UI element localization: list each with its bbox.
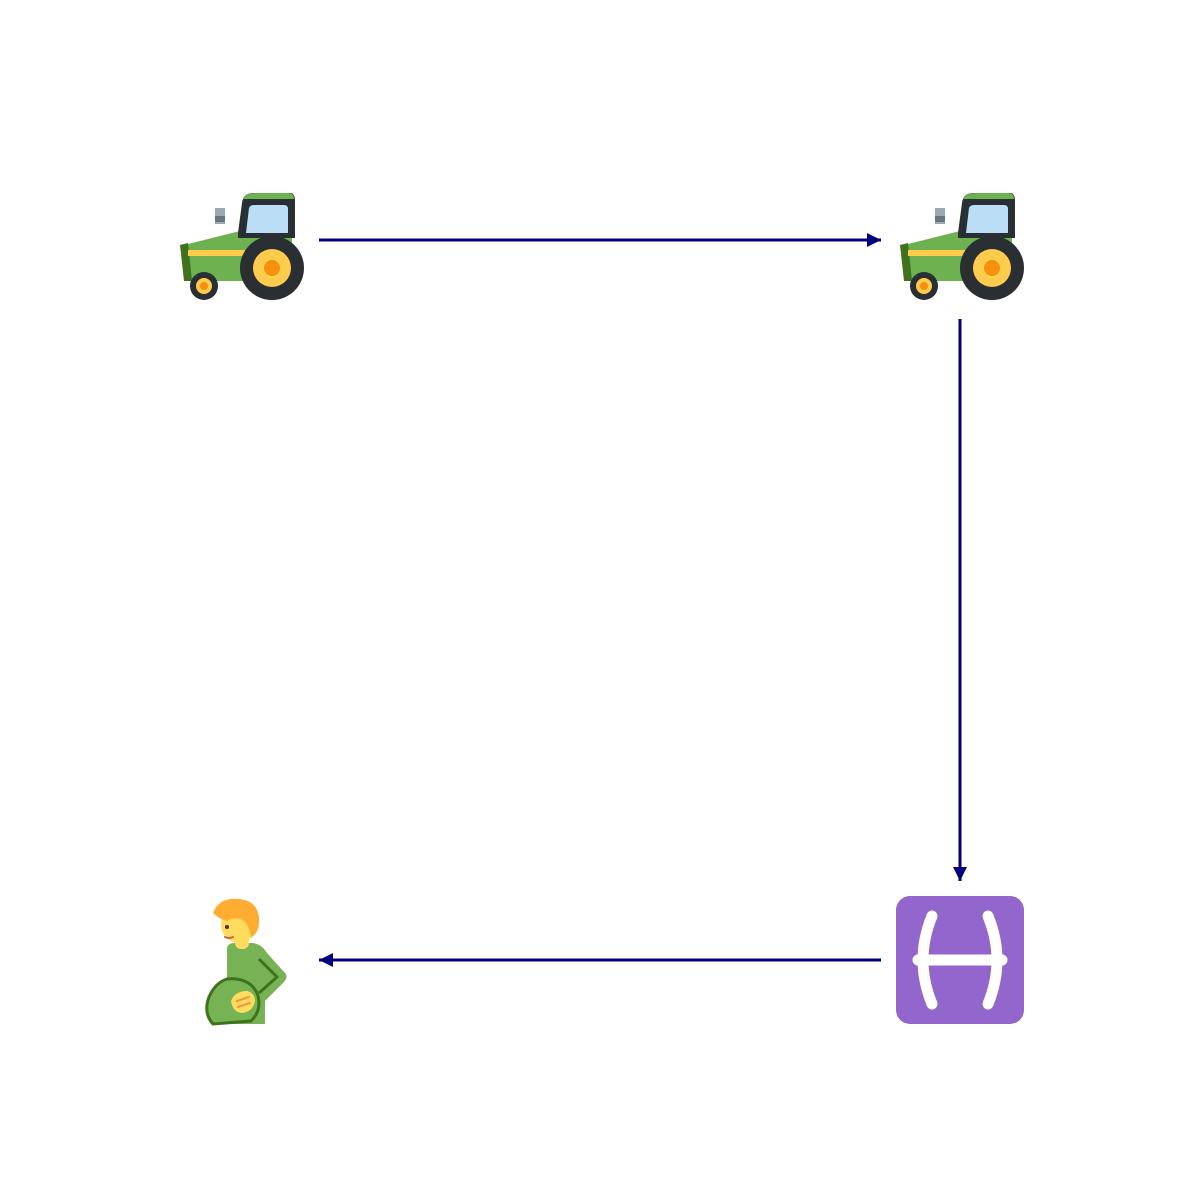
pregnant-man-icon: [205, 898, 287, 1026]
tractor-icon: [900, 193, 1024, 300]
tractor-icon: [180, 193, 304, 300]
pisces-icon: [896, 896, 1024, 1024]
